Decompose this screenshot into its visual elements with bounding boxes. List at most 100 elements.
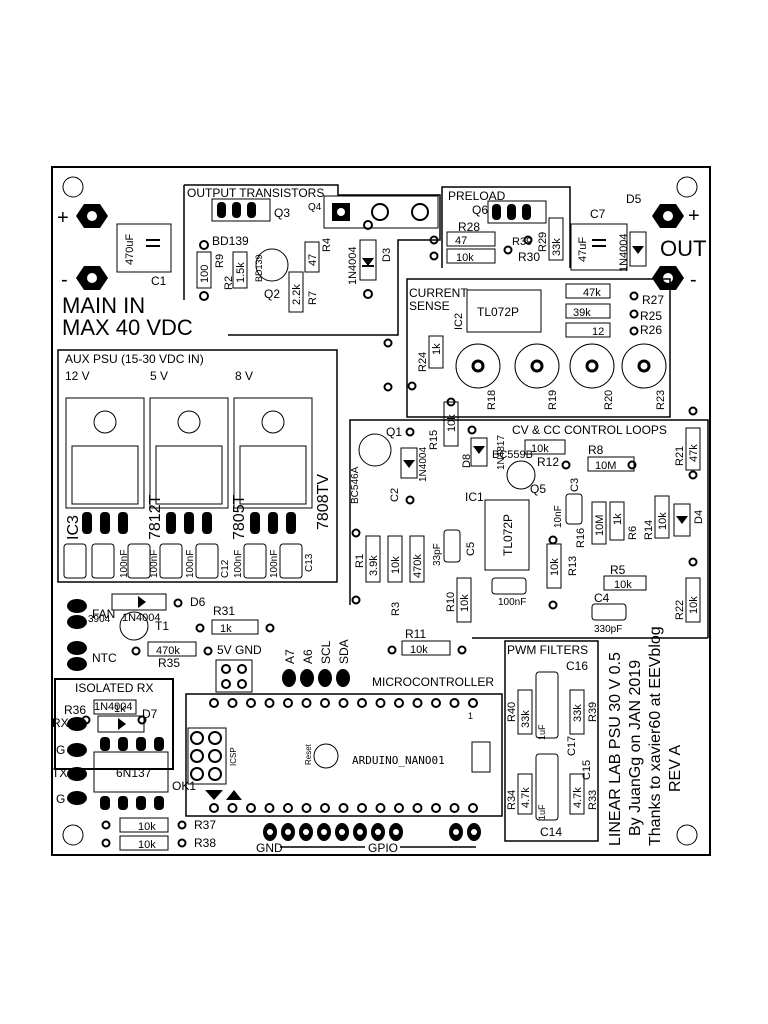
c1-label: C1 xyxy=(151,274,167,288)
r7-body xyxy=(288,271,304,313)
t1-value: 3904 xyxy=(88,614,111,625)
r39-label: R39 xyxy=(587,702,599,722)
r10-body xyxy=(456,577,472,623)
r10-value: 10k xyxy=(459,594,471,612)
aux-8v: 8 V xyxy=(235,369,253,383)
r22-value: 10k xyxy=(688,596,700,614)
r38-body xyxy=(119,835,169,851)
via xyxy=(131,646,141,656)
r34-label: R34 xyxy=(506,790,518,810)
board-author: By JuanGg on JAN 2019 xyxy=(627,660,644,836)
q6-pads xyxy=(487,200,547,224)
via xyxy=(629,309,639,319)
analog-i2c-header xyxy=(282,669,350,687)
r5-value: 10k xyxy=(614,579,632,591)
r4-label: R4 xyxy=(321,238,333,252)
r26-label: R26 xyxy=(640,323,662,337)
r27-body xyxy=(565,283,611,299)
via xyxy=(101,838,111,848)
r29-body xyxy=(548,217,564,261)
ic5-value: 7808TV xyxy=(315,474,332,530)
via xyxy=(383,338,393,348)
gpio-pin-hole xyxy=(471,829,477,835)
r8-body xyxy=(587,456,635,472)
via xyxy=(548,535,558,545)
arduino-pin xyxy=(227,803,238,813)
q1-label: Q1 xyxy=(386,425,402,439)
c12-label: C12 xyxy=(220,559,231,578)
r2-value: 1.5k xyxy=(235,262,247,283)
d3-label: D3 xyxy=(381,248,393,262)
arduino-pin xyxy=(283,698,293,708)
r6-label: R6 xyxy=(627,526,639,540)
q1-body xyxy=(358,433,392,467)
arduino-pins xyxy=(190,698,478,813)
main-in-terminals xyxy=(76,204,108,290)
preload-title: PRELOAD xyxy=(448,189,506,203)
r18-label: R18 xyxy=(486,390,498,410)
r12-value: 10k xyxy=(531,443,549,455)
r5-label: R5 xyxy=(610,563,626,577)
via xyxy=(407,381,417,391)
gpio-pin-hole xyxy=(375,829,381,835)
r34-body xyxy=(517,773,533,815)
via xyxy=(405,427,415,437)
r40-value: 33k xyxy=(520,710,532,728)
arduino-pin xyxy=(264,803,275,813)
r13-value: 10k xyxy=(549,558,561,576)
d5-label: D5 xyxy=(626,192,642,206)
arduino-pin xyxy=(468,698,478,708)
icsp-pin xyxy=(208,749,222,763)
gpio-label: GPIO xyxy=(368,841,398,855)
r28-body xyxy=(446,231,496,247)
via xyxy=(137,715,147,725)
d4-label: D4 xyxy=(693,510,705,524)
via xyxy=(503,245,513,255)
r9-body xyxy=(196,251,212,289)
r9-label: R9 xyxy=(214,254,226,268)
c4-body xyxy=(591,603,627,621)
via xyxy=(177,820,187,830)
r34-value: 4.7k xyxy=(520,787,532,808)
r29-value: 33k xyxy=(551,238,563,256)
r13-label: R13 xyxy=(567,556,579,576)
r14-body xyxy=(654,495,670,539)
icsp-label: ICSP xyxy=(229,747,238,766)
c1-value: 470uF xyxy=(124,234,136,265)
via xyxy=(81,715,91,725)
r16-body xyxy=(591,501,607,545)
tx-gnd-label: G xyxy=(56,792,65,806)
arduino-pin xyxy=(246,803,256,813)
cv-cc-box xyxy=(349,419,709,638)
c4-label: C4 xyxy=(594,591,610,605)
r33-value: 4.7k xyxy=(572,787,584,808)
arduino-pin xyxy=(394,698,404,708)
r14-label: R14 xyxy=(643,520,655,540)
r3-label: R3 xyxy=(390,602,402,616)
r25-body xyxy=(565,303,611,319)
arduino-pin xyxy=(394,803,404,813)
ic2-label: IC2 xyxy=(453,313,465,330)
ok1-pins-top xyxy=(100,737,164,751)
c3-label: C3 xyxy=(569,478,581,492)
r12-body xyxy=(524,439,566,455)
icsp-header xyxy=(187,727,227,785)
arduino-pin xyxy=(412,803,423,813)
arduino-pin xyxy=(468,803,478,813)
t1-label: T1 xyxy=(155,619,169,633)
r15-body xyxy=(443,401,459,447)
r9-value: 100 xyxy=(199,265,211,283)
aux-psu-box xyxy=(57,349,338,583)
d3-body xyxy=(359,239,377,281)
r3-value: 10k xyxy=(390,556,402,574)
main-in-minus: - xyxy=(61,269,68,291)
orientation-arrow-up xyxy=(226,790,242,800)
arduino-pin xyxy=(431,698,441,708)
d8-body xyxy=(470,437,488,467)
r19-label: R19 xyxy=(547,390,559,410)
gpio-pin-hole xyxy=(285,829,291,835)
aux-psu-title: AUX PSU (15-30 VDC IN) xyxy=(65,352,204,366)
r40-body xyxy=(517,689,533,735)
output-transistors-title: OUTPUT TRANSISTORS xyxy=(187,186,324,200)
c14-label: C14 xyxy=(540,825,562,839)
